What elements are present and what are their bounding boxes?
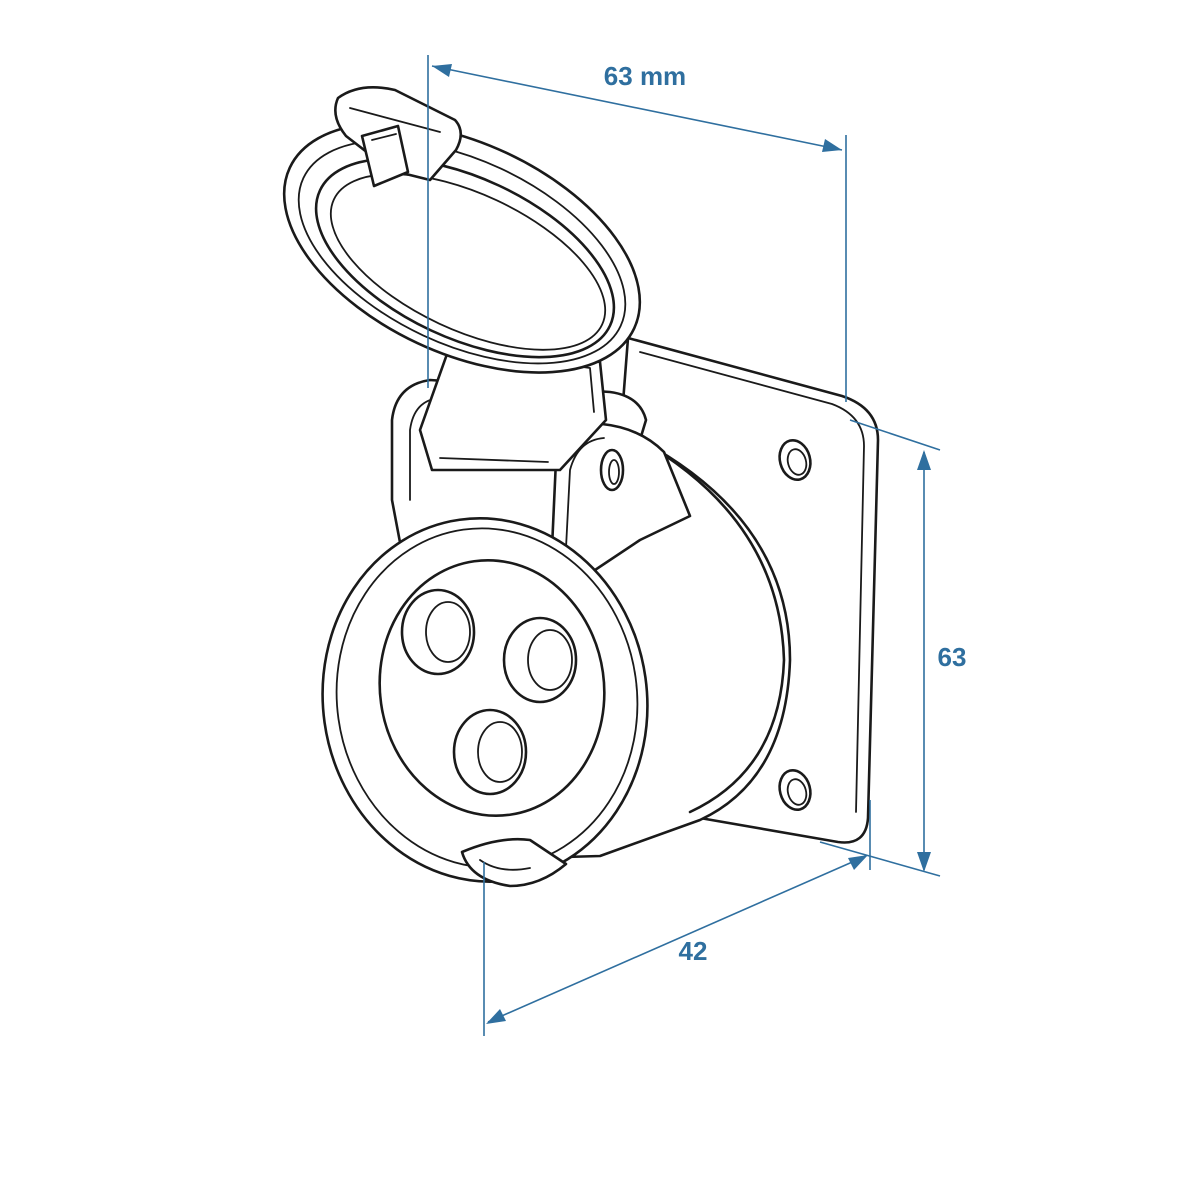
socket-front-face [321,517,649,888]
pin-socket-bottom [452,708,528,796]
mounting-hole-top [778,438,812,482]
flip-lid [282,86,642,374]
arrowhead-depth-back [848,855,868,870]
arrowhead-depth-front [486,1009,506,1024]
dimension-height: 63 [819,419,967,877]
pin-socket-right [502,616,578,704]
mounting-hole-bottom [778,768,812,812]
extension-line-bottom [819,841,941,877]
arrowhead-height-top [917,450,931,470]
depth-label: 42 [679,936,708,966]
arrowhead-width-left [432,64,452,77]
dimension-line-width [431,65,843,151]
arrowhead-width-right [822,139,842,152]
dimension-width: 63 mm [427,55,847,402]
dimension-depth: 42 [483,800,871,1036]
width-label: 63 mm [604,61,686,91]
hinge-pin-hole [599,448,625,492]
height-label: 63 [938,642,967,672]
extension-line-top [849,419,941,451]
latch-notch [460,837,568,888]
arrowhead-height-bottom [917,852,931,872]
pin-socket-left [400,588,476,676]
dimension-line-depth [487,855,867,1023]
